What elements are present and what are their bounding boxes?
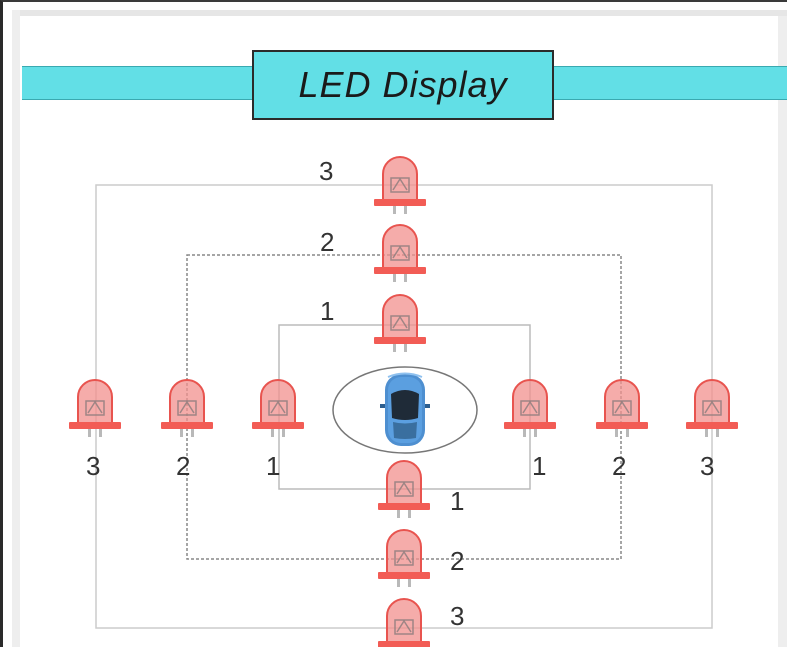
led-icon xyxy=(685,379,739,438)
led-label-bottom-3: 3 xyxy=(450,601,465,631)
led-label-right-2: 2 xyxy=(612,451,627,481)
car-icon xyxy=(380,372,430,446)
led-icon xyxy=(377,598,431,647)
left-border-strip xyxy=(12,10,20,647)
page-title: LED Display xyxy=(252,50,554,120)
led-icon xyxy=(160,379,214,438)
led-icon xyxy=(373,224,427,283)
led-label-right-1: 1 xyxy=(532,451,547,481)
led-icon xyxy=(251,379,305,438)
top-border-strip xyxy=(12,10,787,16)
led-label-left-3: 3 xyxy=(86,451,101,481)
led-label-left-2: 2 xyxy=(176,451,191,481)
led-label-right-3: 3 xyxy=(700,451,715,481)
led-icon xyxy=(595,379,649,438)
led-label-top-1: 1 xyxy=(320,296,335,326)
led-label-bottom-2: 2 xyxy=(450,546,465,576)
led-label-top-2: 2 xyxy=(320,227,335,257)
led-icon xyxy=(68,379,122,438)
led-icon xyxy=(503,379,557,438)
led-label-left-1: 1 xyxy=(266,451,281,481)
led-label-top-3: 3 xyxy=(319,156,334,186)
led-label-bottom-1: 1 xyxy=(450,486,465,516)
led-icon xyxy=(373,294,427,353)
right-border-strip xyxy=(778,16,787,647)
